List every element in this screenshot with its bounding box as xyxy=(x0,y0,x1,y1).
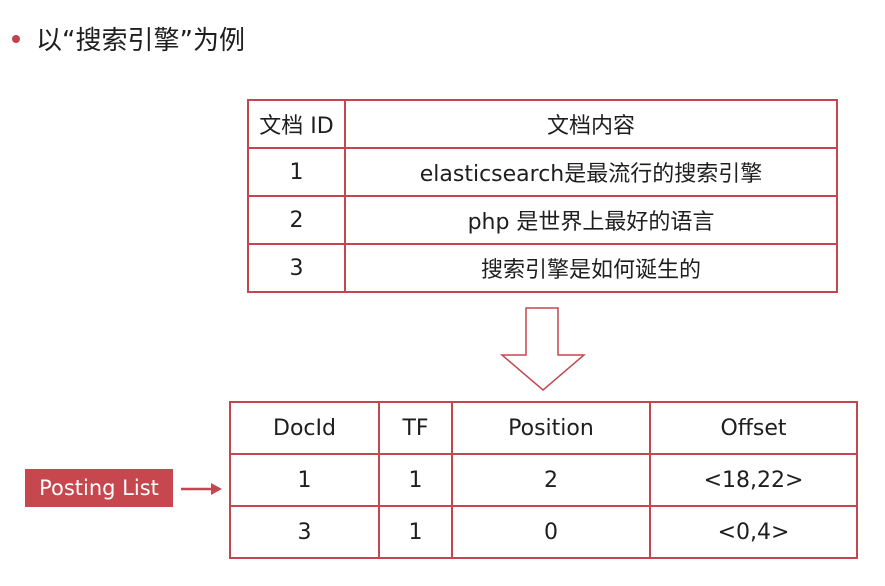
cell-position: 2 xyxy=(451,453,651,507)
table-row: 3 1 0 <0,4> xyxy=(229,505,858,559)
right-arrow-icon xyxy=(181,483,222,495)
doc-content: elasticsearch是最流行的搜索引擎 xyxy=(344,147,838,197)
posting-list-table: DocId TF Position Offset 1 1 2 <18,22> 3… xyxy=(229,401,858,559)
header-offset: Offset xyxy=(649,401,858,455)
table-header-row: DocId TF Position Offset xyxy=(229,401,858,455)
table-row: 1 elasticsearch是最流行的搜索引擎 xyxy=(247,147,838,197)
table-row: 1 1 2 <18,22> xyxy=(229,453,858,507)
doc-id: 1 xyxy=(247,147,346,197)
cell-offset: <18,22> xyxy=(649,453,858,507)
header-doc-id: 文档 ID xyxy=(247,99,346,149)
doc-content: php 是世界上最好的语言 xyxy=(344,195,838,245)
doc-id: 3 xyxy=(247,243,346,293)
table-row: 3 搜索引擎是如何诞生的 xyxy=(247,243,838,293)
table-row: 2 php 是世界上最好的语言 xyxy=(247,195,838,245)
header-doc-content: 文档内容 xyxy=(344,99,838,149)
header-position: Position xyxy=(451,401,651,455)
cell-tf: 1 xyxy=(378,505,453,559)
header-docid: DocId xyxy=(229,401,380,455)
header-tf: TF xyxy=(378,401,453,455)
down-arrow-icon xyxy=(500,307,586,391)
doc-content: 搜索引擎是如何诞生的 xyxy=(344,243,838,293)
posting-list-label: Posting List xyxy=(25,469,173,507)
cell-tf: 1 xyxy=(378,453,453,507)
doc-id: 2 xyxy=(247,195,346,245)
cell-position: 0 xyxy=(451,505,651,559)
cell-docid: 1 xyxy=(229,453,380,507)
bullet-icon xyxy=(12,34,20,43)
title-text: 以“搜索引擎”为例 xyxy=(36,26,245,56)
cell-offset: <0,4> xyxy=(649,505,858,559)
documents-table: 文档 ID 文档内容 1 elasticsearch是最流行的搜索引擎 2 ph… xyxy=(247,99,838,293)
slide-title: 以“搜索引擎”为例 xyxy=(12,20,245,57)
table-header-row: 文档 ID 文档内容 xyxy=(247,99,838,149)
cell-docid: 3 xyxy=(229,505,380,559)
